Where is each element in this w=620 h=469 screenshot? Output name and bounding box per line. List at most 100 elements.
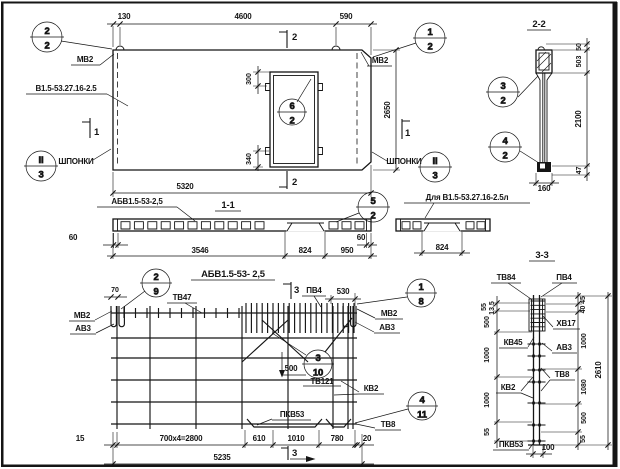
mark-1-right: 1 <box>405 128 411 139</box>
label-mv2: МВ2 <box>74 311 91 320</box>
dim-55-top: 55 <box>481 303 488 311</box>
mark-2-bottom: 2 <box>292 177 297 188</box>
callout-num: II <box>433 156 438 167</box>
section-1-1-view <box>112 218 491 232</box>
label-underlines <box>26 29 580 451</box>
door-opening <box>269 71 319 168</box>
head-block <box>535 49 553 74</box>
callout-num: 4 <box>502 136 508 147</box>
dim-3546: 3546 <box>192 246 210 255</box>
strip-gap <box>286 222 325 232</box>
annotations: 130 4600 590 МВ2 В1.5-53.27.16-2.5 МВ2 Ш… <box>35 12 603 462</box>
mesh-count: 3 <box>294 285 299 296</box>
dim-55-r: 55 <box>580 435 587 443</box>
door-embeds <box>265 83 323 155</box>
leader-lines <box>60 40 563 450</box>
mark-2-top: 2 <box>292 32 297 43</box>
label-kv45: КВ45 <box>504 338 524 347</box>
rebar-grid <box>111 306 357 429</box>
label-pkv53-s: ПКВ53 <box>499 440 524 449</box>
callout: 29 <box>140 268 172 298</box>
callout: 32 <box>486 76 520 108</box>
loop-icon <box>537 46 545 51</box>
dim-1080: 1080 <box>581 379 588 395</box>
callout: 42 <box>488 131 522 163</box>
callout-num: 5 <box>370 196 376 207</box>
dim-4600: 4600 <box>235 12 253 21</box>
bar-column <box>532 295 541 445</box>
door-opening-inner <box>273 75 315 164</box>
generated-geometry <box>103 21 612 467</box>
callout-circles: 22 12 62 II3 II3 52 32 42 29 18 310 411 <box>24 21 522 421</box>
variant-caps <box>400 219 486 231</box>
mesh-rungs <box>530 300 545 328</box>
dim-15: 15 <box>76 434 85 443</box>
label-pkv53: ПКВ53 <box>280 410 305 419</box>
label-tv8-s: ТВ8 <box>555 370 570 379</box>
label-mv2-right: МВ2 <box>372 56 389 65</box>
callout: 12 <box>413 22 447 54</box>
title-3-3: 3-3 <box>535 250 548 261</box>
dim-530: 530 <box>337 287 350 296</box>
label-kv2-s: КВ2 <box>501 383 516 392</box>
callout-sheet: 9 <box>153 287 158 298</box>
dim-2610: 2610 <box>594 361 603 379</box>
title-2-2: 2-2 <box>532 19 545 30</box>
callout: 411 <box>406 391 438 421</box>
callout: 310 <box>302 349 334 379</box>
callout-sheet: 2 <box>44 41 49 52</box>
dim-300: 300 <box>246 73 253 85</box>
callout: 52 <box>356 191 390 223</box>
panel-hidden-lines <box>117 53 358 167</box>
callout-sheet: 8 <box>418 297 423 308</box>
callout: 18 <box>405 278 437 308</box>
mesh-ticks <box>245 303 355 333</box>
callout-sheet: 2 <box>289 116 294 127</box>
dim-500-r: 500 <box>581 412 588 424</box>
callout-sheet: 2 <box>370 211 375 222</box>
dim-950: 950 <box>341 246 354 255</box>
hook-bars <box>110 306 357 328</box>
callout: II 3 <box>418 151 452 183</box>
dim-2650: 2650 <box>383 101 392 119</box>
section-markers <box>82 30 410 460</box>
callout-num: 3 <box>500 81 505 92</box>
callout: 22 <box>30 21 64 53</box>
mark-1-left: 1 <box>94 127 100 138</box>
label-pv4: ПВ4 <box>306 286 322 295</box>
callout-num: 2 <box>153 272 158 283</box>
label-keys-left: ШПОНКИ <box>58 157 94 166</box>
dim-1000-r: 1000 <box>581 333 588 349</box>
dim-1000-lb: 1000 <box>484 392 491 408</box>
dim-340: 340 <box>246 153 253 165</box>
callout-sheet: 2 <box>502 151 507 162</box>
callout-num: 4 <box>419 395 425 406</box>
label-av3-s: АВ3 <box>556 343 572 352</box>
callout: 62 <box>277 98 307 127</box>
label-av3-r: АВ3 <box>379 323 395 332</box>
section-3-3-view <box>528 295 546 446</box>
title-rebar-plan: АБВ1.5-53- 2,5 <box>201 269 266 280</box>
dim-5320: 5320 <box>177 182 195 191</box>
callout-sheet: 10 <box>313 368 323 379</box>
callout-num: 3 <box>315 353 320 364</box>
label-tv121: ТВ121 <box>310 377 334 386</box>
label-tv47: ТВ47 <box>173 293 193 302</box>
panel-outline <box>112 49 372 171</box>
label-variant: Для В1.5-53.27.16-2.5л <box>426 193 509 202</box>
dim-2100: 2100 <box>574 110 583 128</box>
callout-sheet: 3 <box>432 171 437 182</box>
label-mv2-left: МВ2 <box>77 55 94 64</box>
title-1-1: 1-1 <box>221 200 235 211</box>
dim-70: 70 <box>111 287 119 294</box>
dim-ticks <box>108 21 611 467</box>
core-voids <box>120 221 486 230</box>
callout-num: 1 <box>427 27 433 38</box>
label-tv8: ТВ8 <box>381 420 396 429</box>
label-xv17: ХВ17 <box>556 319 576 328</box>
label-pv4-s: ПВ4 <box>556 273 572 282</box>
dim-47: 47 <box>576 167 583 175</box>
dim-55-l: 55 <box>484 428 491 436</box>
